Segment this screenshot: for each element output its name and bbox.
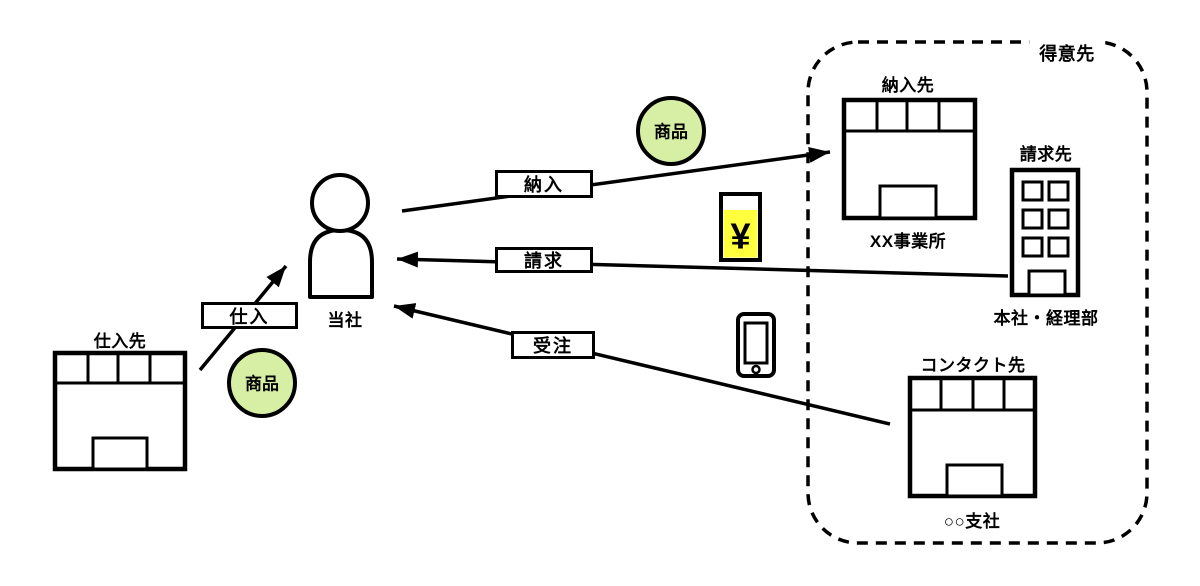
billing-destination-building-icon	[1009, 167, 1081, 298]
contact-destination-building-icon	[907, 375, 1038, 499]
customer-group-boundary	[806, 40, 1149, 545]
delivery-arrow	[401, 146, 831, 213]
our-company-person-icon	[308, 173, 374, 299]
supplier-building-icon	[52, 350, 188, 472]
goods-token-delivery-label: 商品	[654, 122, 688, 142]
phone-icon	[736, 312, 776, 378]
money-icon: ¥	[719, 192, 762, 262]
goods-token-purchase: 商品	[227, 348, 297, 418]
billing-arrow	[396, 251, 1009, 278]
goods-token-purchase-label: 商品	[245, 374, 279, 394]
money-icon-fill	[723, 210, 758, 258]
yen-symbol: ¥	[730, 216, 750, 257]
order-arrow	[393, 303, 891, 426]
goods-token-delivery: 商品	[636, 96, 706, 166]
delivery-destination-building-icon	[841, 97, 978, 221]
